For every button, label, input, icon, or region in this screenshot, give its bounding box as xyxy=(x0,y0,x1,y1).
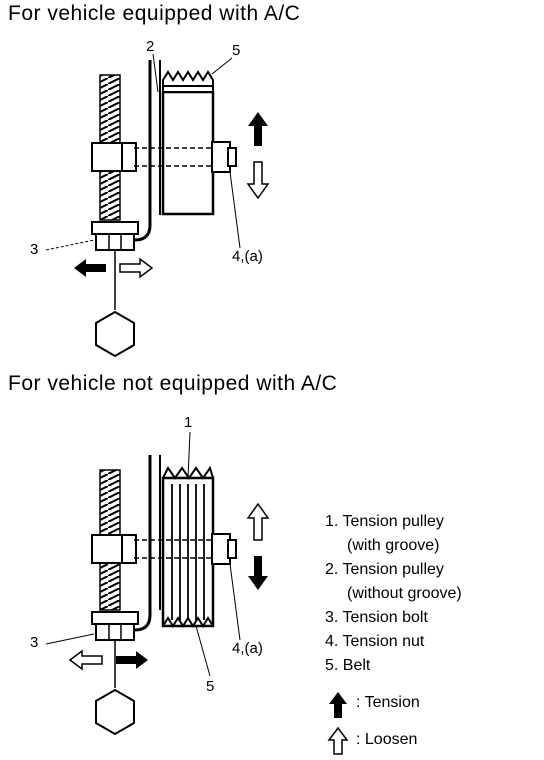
top-hex-wrench-icon xyxy=(95,310,135,358)
bottom-callout-3: 3 xyxy=(30,634,39,651)
legend-tension-arrow-icon xyxy=(329,692,347,718)
bottom-tension-down-arrow-icon xyxy=(248,556,268,590)
legend-item-3: 3. Tension bolt xyxy=(325,609,428,626)
top-diagram xyxy=(45,53,270,358)
legend-item-1: 1. Tension pulley xyxy=(325,513,444,530)
bottom-callout-5: 5 xyxy=(206,678,215,695)
bottom-bracket xyxy=(95,455,152,632)
top-callout-4a: 4,(a) xyxy=(232,248,263,265)
legend-item-2: 2. Tension pulley xyxy=(325,561,444,578)
legend-item-5: 5. Belt xyxy=(325,657,371,674)
bottom-belt xyxy=(162,616,214,628)
top-bracket xyxy=(95,60,152,242)
legend-loosen-arrow-icon xyxy=(327,726,349,755)
legend: 1. Tension pulley (with groove) 2. Tensi… xyxy=(325,510,462,678)
top-callout-3: 3 xyxy=(30,241,39,258)
legend-loosen-label: : Loosen xyxy=(356,731,418,748)
bottom-loosen-left-arrow-icon xyxy=(68,649,103,671)
top-callout-2: 2 xyxy=(146,38,155,55)
legend-item-2-sub: (without groove) xyxy=(347,585,462,602)
bottom-callout-4a: 4,(a) xyxy=(232,640,263,657)
top-loosen-right-arrow-icon xyxy=(119,257,154,279)
top-tension-left-arrow-icon xyxy=(74,259,106,277)
bottom-title: For vehicle not equipped with A/C xyxy=(8,372,338,395)
top-tension-up-arrow-icon xyxy=(248,112,268,146)
legend-item-1-sub: (with groove) xyxy=(347,537,440,554)
top-tension-pulley xyxy=(161,90,215,216)
bottom-loosen-up-arrow-icon xyxy=(246,502,270,541)
top-title: For vehicle equipped with A/C xyxy=(8,2,301,25)
top-belt xyxy=(162,70,214,93)
legend-tension-label: : Tension xyxy=(356,694,420,711)
top-loosen-down-arrow-icon xyxy=(246,161,270,200)
legend-item-4: 4. Tension nut xyxy=(325,633,425,650)
bottom-callout-1: 1 xyxy=(184,414,193,431)
bottom-tension-right-arrow-icon xyxy=(116,651,148,669)
top-callout-5: 5 xyxy=(232,42,241,59)
bottom-diagram xyxy=(45,431,270,736)
bottom-hex-wrench-icon xyxy=(95,688,135,736)
